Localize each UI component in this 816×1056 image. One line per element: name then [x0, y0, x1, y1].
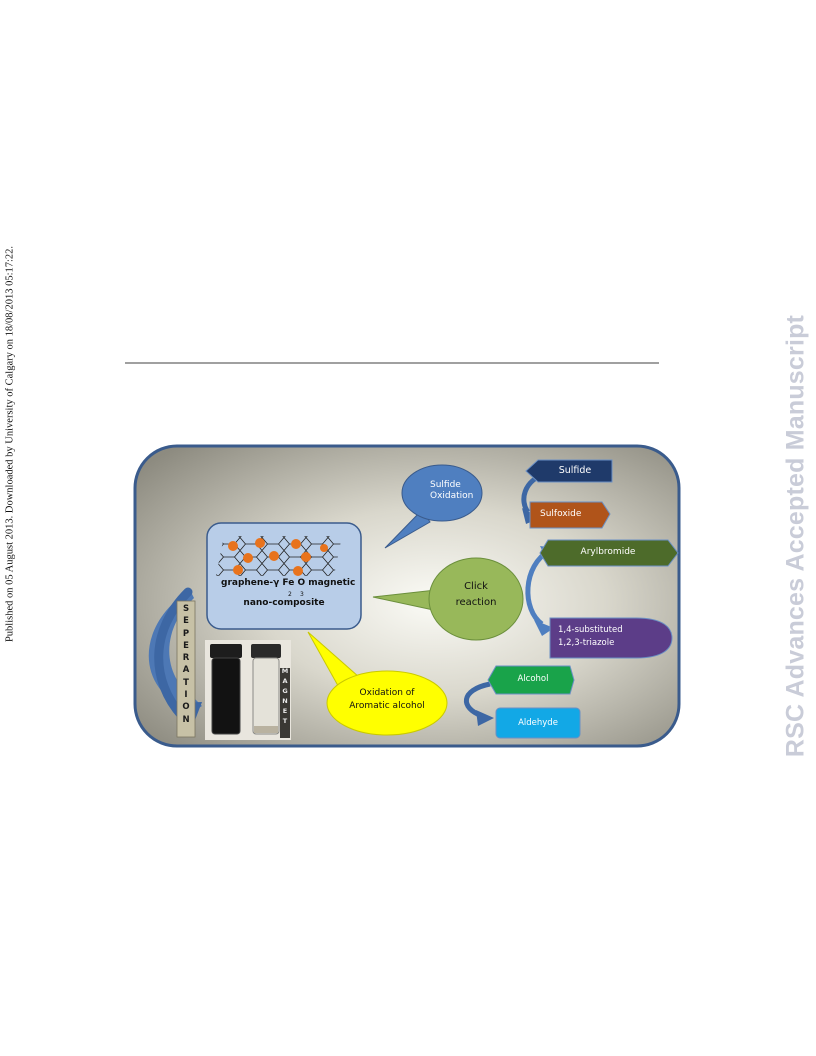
alcohol-bubble-line1: Oxidation of: [359, 688, 415, 698]
click-bubble-line2: reaction: [455, 597, 497, 608]
sulfide-tag: [525, 459, 613, 483]
subscript-2: 2: [288, 591, 292, 598]
sulfoxide-tag-label: Sulfoxide: [540, 509, 582, 519]
composite-label-line2: nano-composite: [243, 598, 325, 608]
click-bubble: [428, 557, 524, 641]
accepted-manuscript-watermark: RSC Advances Accepted Manuscript: [776, 300, 816, 772]
subscript-3: 3: [300, 591, 304, 598]
separation-label-box: [176, 600, 196, 738]
download-notice: Published on 05 August 2013. Downloaded …: [2, 245, 18, 643]
aldehyde-tag: [495, 707, 581, 739]
arylbromide-tag-label: Arylbromide: [580, 547, 636, 557]
arylbromide-tag: [539, 539, 679, 567]
sulfide-bubble: [401, 464, 483, 522]
composite-label-line1: graphene-γ Fe O magnetic: [221, 578, 356, 588]
triazole-tag-line2: 1,2,3-triazole: [558, 638, 615, 648]
click-bubble-line1: Click: [464, 581, 488, 592]
sulfide-bubble-line1: Sulfide: [430, 480, 461, 490]
vial-photo: [205, 640, 291, 740]
alcohol-tag: [487, 665, 575, 695]
figure-graphics: [133, 444, 681, 748]
graphene-sheet: [216, 536, 342, 576]
triazole-tag: [549, 617, 673, 659]
download-notice-text: Published on 05 August 2013. Downloaded …: [4, 245, 16, 643]
sulfide-tag-label: Sulfide: [558, 465, 592, 476]
triazole-tag-line1: 1,4-substituted: [558, 625, 623, 635]
sulfide-bubble-line2: Oxidation: [430, 491, 474, 501]
alcohol-bubble-line2: Aromatic alcohol: [349, 701, 425, 711]
graphical-abstract-figure: graphene-γ Fe O magnetic 2 3 nano-compos…: [130, 440, 686, 752]
sulfoxide-tag: [529, 501, 611, 529]
separation-label: S E P E R A T I O N: [182, 604, 190, 725]
horizontal-rule: [125, 362, 659, 364]
magnet-label: M A G N E T: [281, 667, 289, 725]
alcohol-tag-label: Alcohol: [517, 674, 549, 684]
watermark-text: RSC Advances Accepted Manuscript: [781, 314, 810, 758]
aldehyde-tag-label: Aldehyde: [518, 718, 558, 728]
alcohol-bubble: [326, 670, 448, 736]
